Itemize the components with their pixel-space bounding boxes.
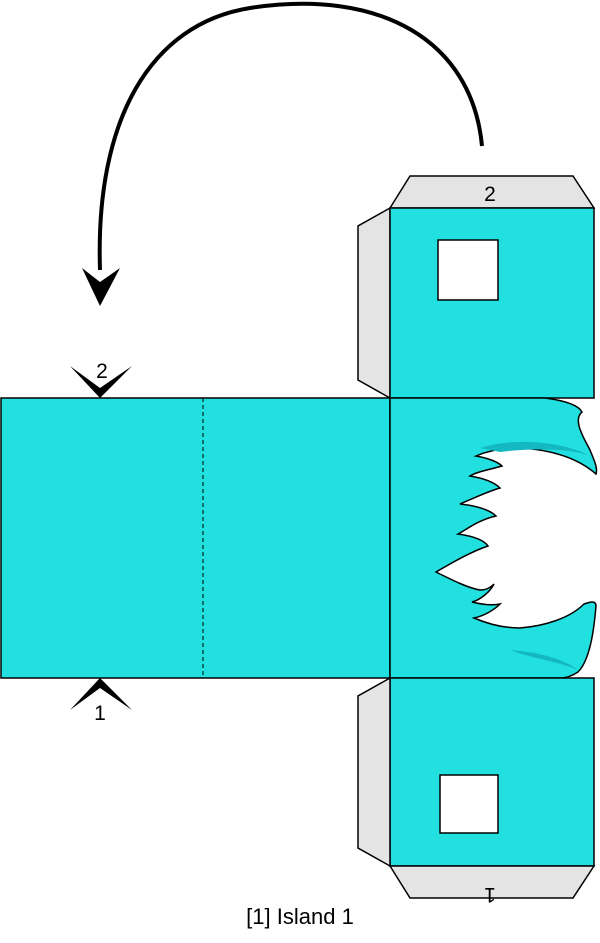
claw-panel [389, 397, 598, 679]
glue-tab-top-label: 2 [484, 183, 496, 206]
alignment-marker-top-label: 2 [96, 360, 108, 383]
figure-caption: [1] Island 1 [246, 904, 354, 929]
glue-tab-bottom-label: 1 [484, 883, 496, 906]
fold-arrow-head [82, 268, 120, 306]
upper-side-panel [389, 207, 595, 399]
glue-tab-side-upper [357, 206, 391, 400]
claw-shading-top [480, 441, 590, 456]
lower-side-panel [389, 677, 595, 867]
main-strip [0, 397, 391, 679]
fold-lines [202, 207, 594, 867]
upper-window [437, 239, 499, 301]
claw-shading-bottom [510, 650, 578, 670]
alignment-marker-bottom [70, 678, 132, 710]
fold-arrow [97, 1, 484, 271]
glue-tab-side-lower [357, 676, 391, 868]
alignment-marker-top [70, 366, 132, 398]
alignment-marker-bottom-label: 1 [94, 702, 106, 725]
lower-window [439, 774, 499, 834]
